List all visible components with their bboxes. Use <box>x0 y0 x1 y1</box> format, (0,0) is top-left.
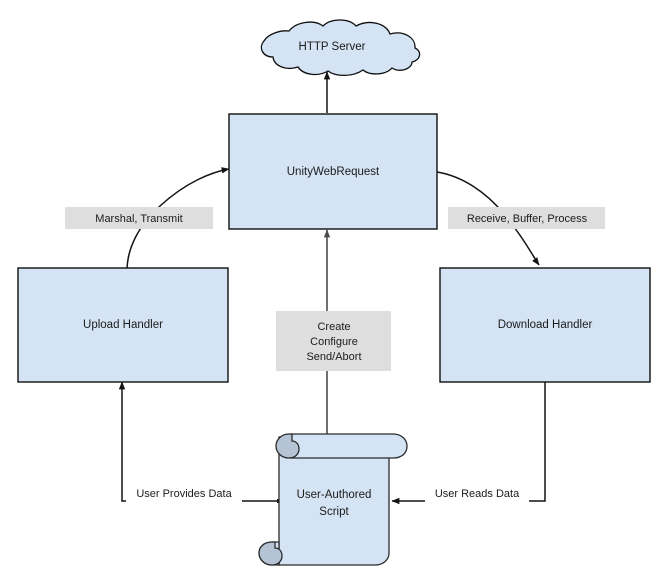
create-configure-send-line3: Send/Abort <box>306 351 361 363</box>
user-reads-data-text: User Reads Data <box>435 488 520 500</box>
node-user-authored-script[interactable]: User-Authored Script <box>258 433 408 566</box>
marshal-transmit-text: Marshal, Transmit <box>95 213 182 225</box>
receive-buffer-process-text: Receive, Buffer, Process <box>467 213 588 225</box>
script-bottom-roll-spiral <box>258 541 283 566</box>
http-server-label: HTTP Server <box>299 41 366 53</box>
upload-handler-box <box>17 267 229 383</box>
edge-label-create-configure-send: Create Configure Send/Abort <box>276 311 391 371</box>
download-handler-label: Download Handler <box>498 319 593 331</box>
create-configure-send-bg <box>276 311 391 371</box>
node-download-handler[interactable]: Download Handler <box>439 267 651 383</box>
node-unitywebrequest[interactable]: UnityWebRequest <box>228 113 438 230</box>
node-http-server[interactable]: HTTP Server <box>260 19 421 77</box>
edge-label-user-reads-data: User Reads Data <box>425 485 529 502</box>
edge-script-to-upload-handler <box>118 381 281 503</box>
cloud-shape <box>260 19 421 77</box>
receive-buffer-process-bg <box>448 207 605 229</box>
edge-label-user-provides-data: User Provides Data <box>126 485 242 502</box>
create-configure-send-line2: Configure <box>310 336 358 348</box>
user-provides-data-text: User Provides Data <box>136 488 232 500</box>
script-label-line2: Script <box>319 506 349 518</box>
download-handler-box <box>439 267 651 383</box>
user-provides-data-bg <box>126 485 242 502</box>
node-upload-handler[interactable]: Upload Handler <box>17 267 229 383</box>
script-top-roll-spiral <box>275 433 300 459</box>
edge-upload-to-unitywebrequest <box>126 167 230 269</box>
edge-download-handler-to-script <box>391 375 547 505</box>
marshal-transmit-bg <box>65 207 213 229</box>
user-reads-data-bg <box>425 485 529 502</box>
unitywebrequest-label: UnityWebRequest <box>287 166 380 178</box>
upload-handler-label: Upload Handler <box>83 319 163 331</box>
unitywebrequest-box <box>228 113 438 230</box>
create-configure-send-line1: Create <box>317 321 350 333</box>
edge-label-receive-buffer-process: Receive, Buffer, Process <box>448 207 605 229</box>
script-label-line1: User-Authored <box>297 489 372 501</box>
edge-label-marshal-transmit: Marshal, Transmit <box>65 207 213 229</box>
